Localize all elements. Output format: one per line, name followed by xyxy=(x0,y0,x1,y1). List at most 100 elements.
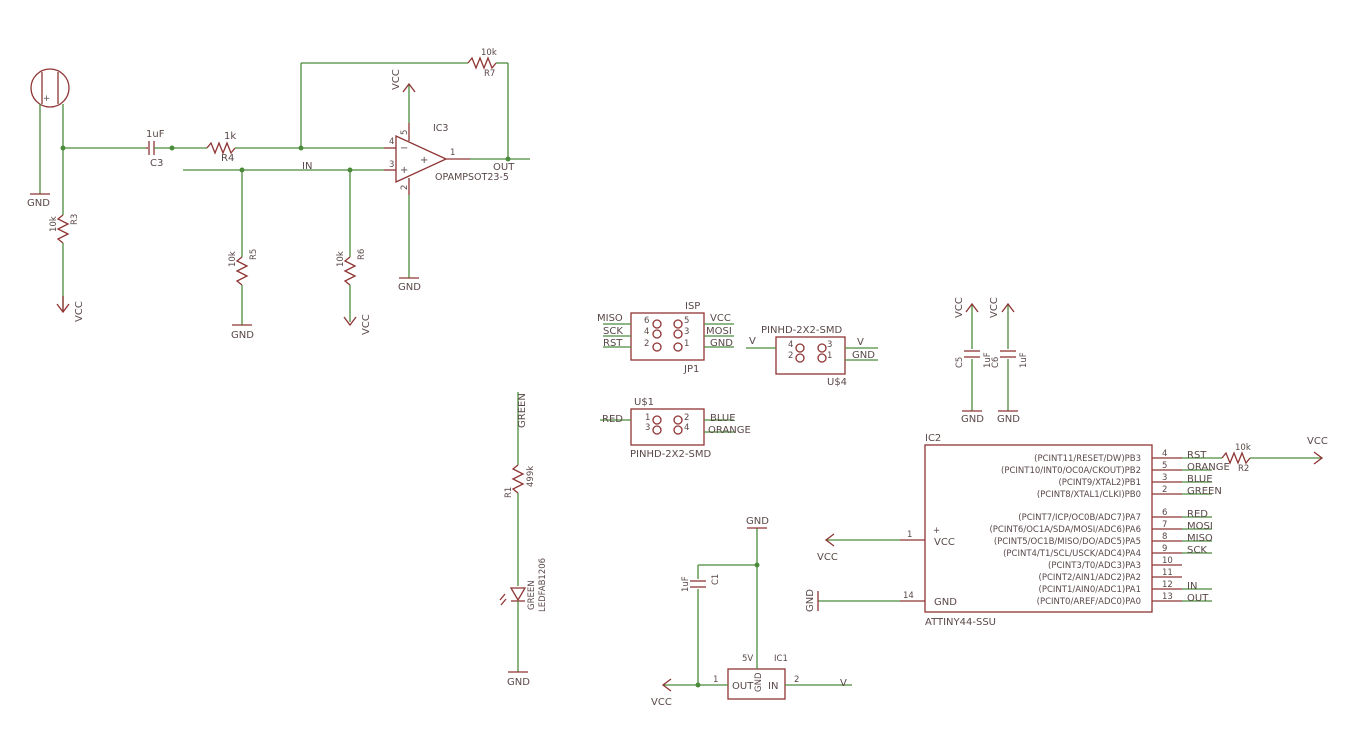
u4-ref: U$4 xyxy=(827,377,847,388)
ic2-pin-net: BLUE xyxy=(1187,474,1213,485)
ic2-pin-net: SCK xyxy=(1187,545,1207,556)
vcc-arrow-opamp: VCC xyxy=(391,69,416,93)
gnd-symbol-r5: GND xyxy=(231,324,254,341)
ic2-vcc-label: VCC xyxy=(934,537,955,548)
jp1-pin1: 1 xyxy=(684,339,689,349)
ic2-pin-number: 6 xyxy=(1162,508,1167,518)
ic1-pin1: 1 xyxy=(713,675,718,685)
ic2-pin-label: (PCINT6/OC1A/SDA/MOSI/ADC6)PA6 xyxy=(989,525,1141,535)
gnd-label-mic: GND xyxy=(27,198,50,209)
microphone-symbol[interactable]: + xyxy=(30,68,70,108)
ic2-pin-number: 13 xyxy=(1162,592,1173,602)
gnd-symbol-led: GND xyxy=(507,671,530,688)
ic2-pin-number: 5 xyxy=(1162,461,1167,471)
vcc-label-ic1: VCC xyxy=(651,697,672,708)
ic2-name: ATTINY44-SSU xyxy=(925,617,996,628)
resistor-r3[interactable]: 10k R3 xyxy=(49,214,80,244)
ic2-pin-number: 8 xyxy=(1162,532,1167,542)
jp1-pin6: 6 xyxy=(644,316,649,326)
gnd-label-opamp: GND xyxy=(398,282,421,293)
gnd-symbol-opamp: GND xyxy=(398,277,421,293)
isp-header-jp1[interactable]: ISP JP1 6 4 2 5 3 1 xyxy=(630,301,705,375)
led-header-u1[interactable]: U$1 PINHD-2X2-SMD 1 3 2 4 xyxy=(630,397,711,460)
u4-net-gnd: GND xyxy=(852,350,875,361)
r3-value: 10k xyxy=(49,216,59,232)
ic2-pin1-num: 1 xyxy=(907,530,912,540)
opamp-ic3[interactable]: − + + IC3 OPAMPSOT23-5 4 3 1 5 2 xyxy=(389,123,509,190)
capacitor-c1[interactable]: 1uF C1 xyxy=(681,565,721,592)
resistor-r1[interactable]: R1 499k xyxy=(504,464,536,498)
green-net-label-top: GREEN xyxy=(517,393,528,428)
ic2-pin-label: (PCINT9/XTAL2)PB1 xyxy=(1058,478,1141,488)
gnd-label-led: GND xyxy=(507,677,530,688)
u1-ref: U$1 xyxy=(634,397,654,408)
microcontroller-ic2[interactable]: IC2 ATTINY44-SSU + VCC GND (PCINT11/RESE… xyxy=(924,433,1230,628)
u1-net-red: RED xyxy=(602,414,623,425)
u1-pin1: 1 xyxy=(645,413,650,423)
ic1-pin-5v: 5V xyxy=(742,654,753,664)
ic2-pin-number: 9 xyxy=(1162,544,1167,554)
power-header-u4[interactable]: PINHD-2X2-SMD U$4 4 2 3 1 xyxy=(761,325,847,388)
resistor-r7[interactable]: 10k R7 xyxy=(467,48,497,79)
resistor-r4[interactable]: 1k R4 xyxy=(206,131,236,164)
ic2-pin-label: (PCINT11/RESET/DW)PB3 xyxy=(1034,454,1141,464)
ic2-pin-number: 3 xyxy=(1162,473,1167,483)
ic2-ref: IC2 xyxy=(925,433,941,444)
jp1-pin2: 2 xyxy=(644,339,649,349)
ic2-pin-number: 12 xyxy=(1162,580,1173,590)
c3-value: 1uF xyxy=(146,129,165,140)
ic2-pin-number: 10 xyxy=(1162,556,1173,566)
resistor-r6[interactable]: 10k R6 xyxy=(336,249,367,286)
ic2-pin14-num: 14 xyxy=(903,591,914,601)
out-net-label: OUT xyxy=(493,162,515,173)
capacitor-c5[interactable]: VCC GND C5 1uF xyxy=(954,297,993,425)
ic2-pin-net: MOSI xyxy=(1187,521,1213,532)
c6-value: 1uF xyxy=(1019,352,1029,368)
jp1-net-rst: RST xyxy=(603,338,623,349)
capacitor-c3[interactable]: 1uF C3 xyxy=(146,129,165,169)
capacitor-c6[interactable]: VCC GND C6 1uF xyxy=(989,297,1029,425)
u4-pin4: 4 xyxy=(788,340,793,350)
r1-value: 499k xyxy=(526,466,536,487)
ic2-pin-number: 2 xyxy=(1162,485,1167,495)
ic3-package: OPAMPSOT23-5 xyxy=(435,172,509,183)
r6-value: 10k xyxy=(336,251,346,267)
ic2-pin-row[interactable]: (PCINT9/XTAL2)PB1 3 BLUE xyxy=(1058,473,1212,488)
ic1-ref: IC1 xyxy=(774,654,788,664)
led-green[interactable]: GREEN LEDFAB1206 xyxy=(499,558,548,612)
r3-ref: R3 xyxy=(70,214,80,225)
opamp-plus: + xyxy=(400,165,408,176)
vcc-label-opamp: VCC xyxy=(391,69,402,90)
ic2-pin-row[interactable]: (PCINT6/OC1A/SDA/MOSI/ADC6)PA6 7 MOSI xyxy=(989,520,1212,535)
ic2-pin-number: 7 xyxy=(1162,520,1167,530)
opamp-minus: − xyxy=(400,143,408,154)
resistor-r5[interactable]: 10k R5 xyxy=(228,249,259,286)
u4-net-v: V xyxy=(749,336,756,347)
regulator-ic1[interactable]: IC1 5V OUT IN GND 1 2 xyxy=(713,654,799,700)
c3-ref: C3 xyxy=(150,158,163,169)
ic3-pin4: 4 xyxy=(389,137,394,147)
led-package: LEDFAB1206 xyxy=(538,558,548,612)
r7-ref: R7 xyxy=(484,69,495,79)
vcc-label-ic2: VCC xyxy=(817,552,838,563)
ic2-pin-net: RST xyxy=(1187,450,1207,461)
jp1-pin4: 4 xyxy=(644,327,649,337)
vcc-arrow-r3: VCC xyxy=(56,296,85,322)
c6-gnd: GND xyxy=(997,414,1020,425)
jp1-net-mosi: MOSI xyxy=(706,326,732,337)
jp1-title: ISP xyxy=(685,301,700,312)
jp1-pin5: 5 xyxy=(684,316,689,326)
resistor-r2[interactable]: 10k R2 xyxy=(1221,443,1251,474)
